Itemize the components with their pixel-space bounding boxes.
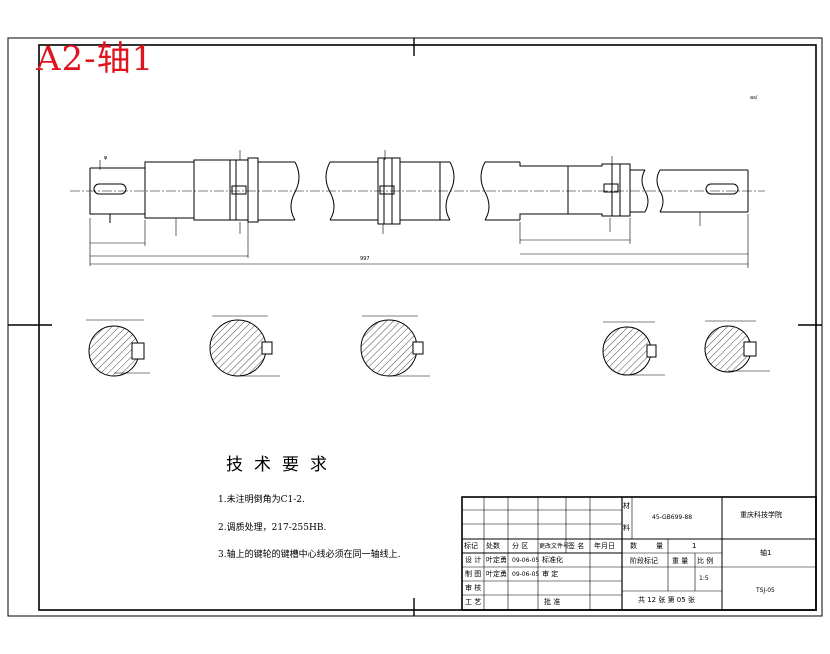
designer-date: 09-06-05: [512, 557, 540, 564]
section-a: [86, 319, 150, 377]
stage-label: 阶段标记: [630, 557, 658, 565]
material-label-2: 料: [623, 524, 630, 532]
weight-label: 重 量: [672, 557, 689, 565]
diameter-symbol: φ: [104, 155, 108, 161]
school-name: 重庆科技学院: [740, 511, 782, 519]
requirement-3: 3.轴上的键轮的键槽中心线必须在同一轴线上.: [218, 550, 401, 560]
inner-frame: [38, 44, 817, 611]
overall-length-dim: 997: [360, 256, 370, 262]
drafter-date: 09-06-05: [512, 571, 540, 578]
review-label: 审 核: [465, 584, 482, 592]
approve-label: 批 准: [544, 598, 561, 606]
section-e: [704, 320, 770, 373]
title-block-grid: [461, 496, 817, 611]
section-d: [602, 321, 665, 376]
surface-finish-note: as/: [750, 95, 758, 101]
outer-border: [7, 37, 823, 617]
quantity-label-2: 量: [656, 542, 663, 550]
section-views: [86, 315, 770, 377]
hdr-date: 年月日: [594, 542, 615, 550]
scale-value: 1:5: [699, 575, 709, 582]
section-b: [209, 315, 280, 377]
hdr-sign: 签 名: [568, 542, 585, 550]
shaft-main-view: [70, 157, 765, 225]
requirements-title: 技术要求: [226, 455, 338, 475]
material-value: 45-GB699-88: [652, 514, 693, 521]
standardization-label: 标准化: [542, 556, 563, 564]
section-c: [360, 315, 430, 377]
part-name: 轴1: [760, 549, 772, 557]
scale-label: 比 例: [697, 557, 714, 565]
material-label-1: 材: [623, 502, 630, 510]
hdr-zone: 分 区: [512, 542, 529, 550]
hdr-count: 处数: [486, 542, 500, 550]
quantity-label: 数: [630, 542, 637, 550]
approval-label: 审 定: [542, 570, 559, 578]
designer-name: 叶定勇: [486, 556, 507, 564]
process-label: 工 艺: [465, 598, 482, 606]
sheet-count: 共 12 张 第 05 张: [638, 596, 695, 604]
center-marks: [8, 38, 822, 616]
quantity-value: 1: [692, 542, 697, 550]
sheet-label: A2-轴1: [36, 39, 155, 79]
dimension-lines: [89, 150, 749, 268]
designer-label: 设 计: [465, 556, 482, 564]
drafter-label: 制 图: [465, 570, 482, 578]
drawing-number: TSJ-05: [756, 587, 775, 594]
hdr-mark: 标记: [464, 542, 478, 550]
drafter-name: 叶定勇: [486, 570, 507, 578]
requirement-1: 1.未注明倒角为C1-2.: [218, 495, 305, 505]
requirement-2: 2.调质处理，217-255HB.: [218, 523, 327, 533]
hdr-change-doc: 更改文件号: [539, 543, 570, 550]
